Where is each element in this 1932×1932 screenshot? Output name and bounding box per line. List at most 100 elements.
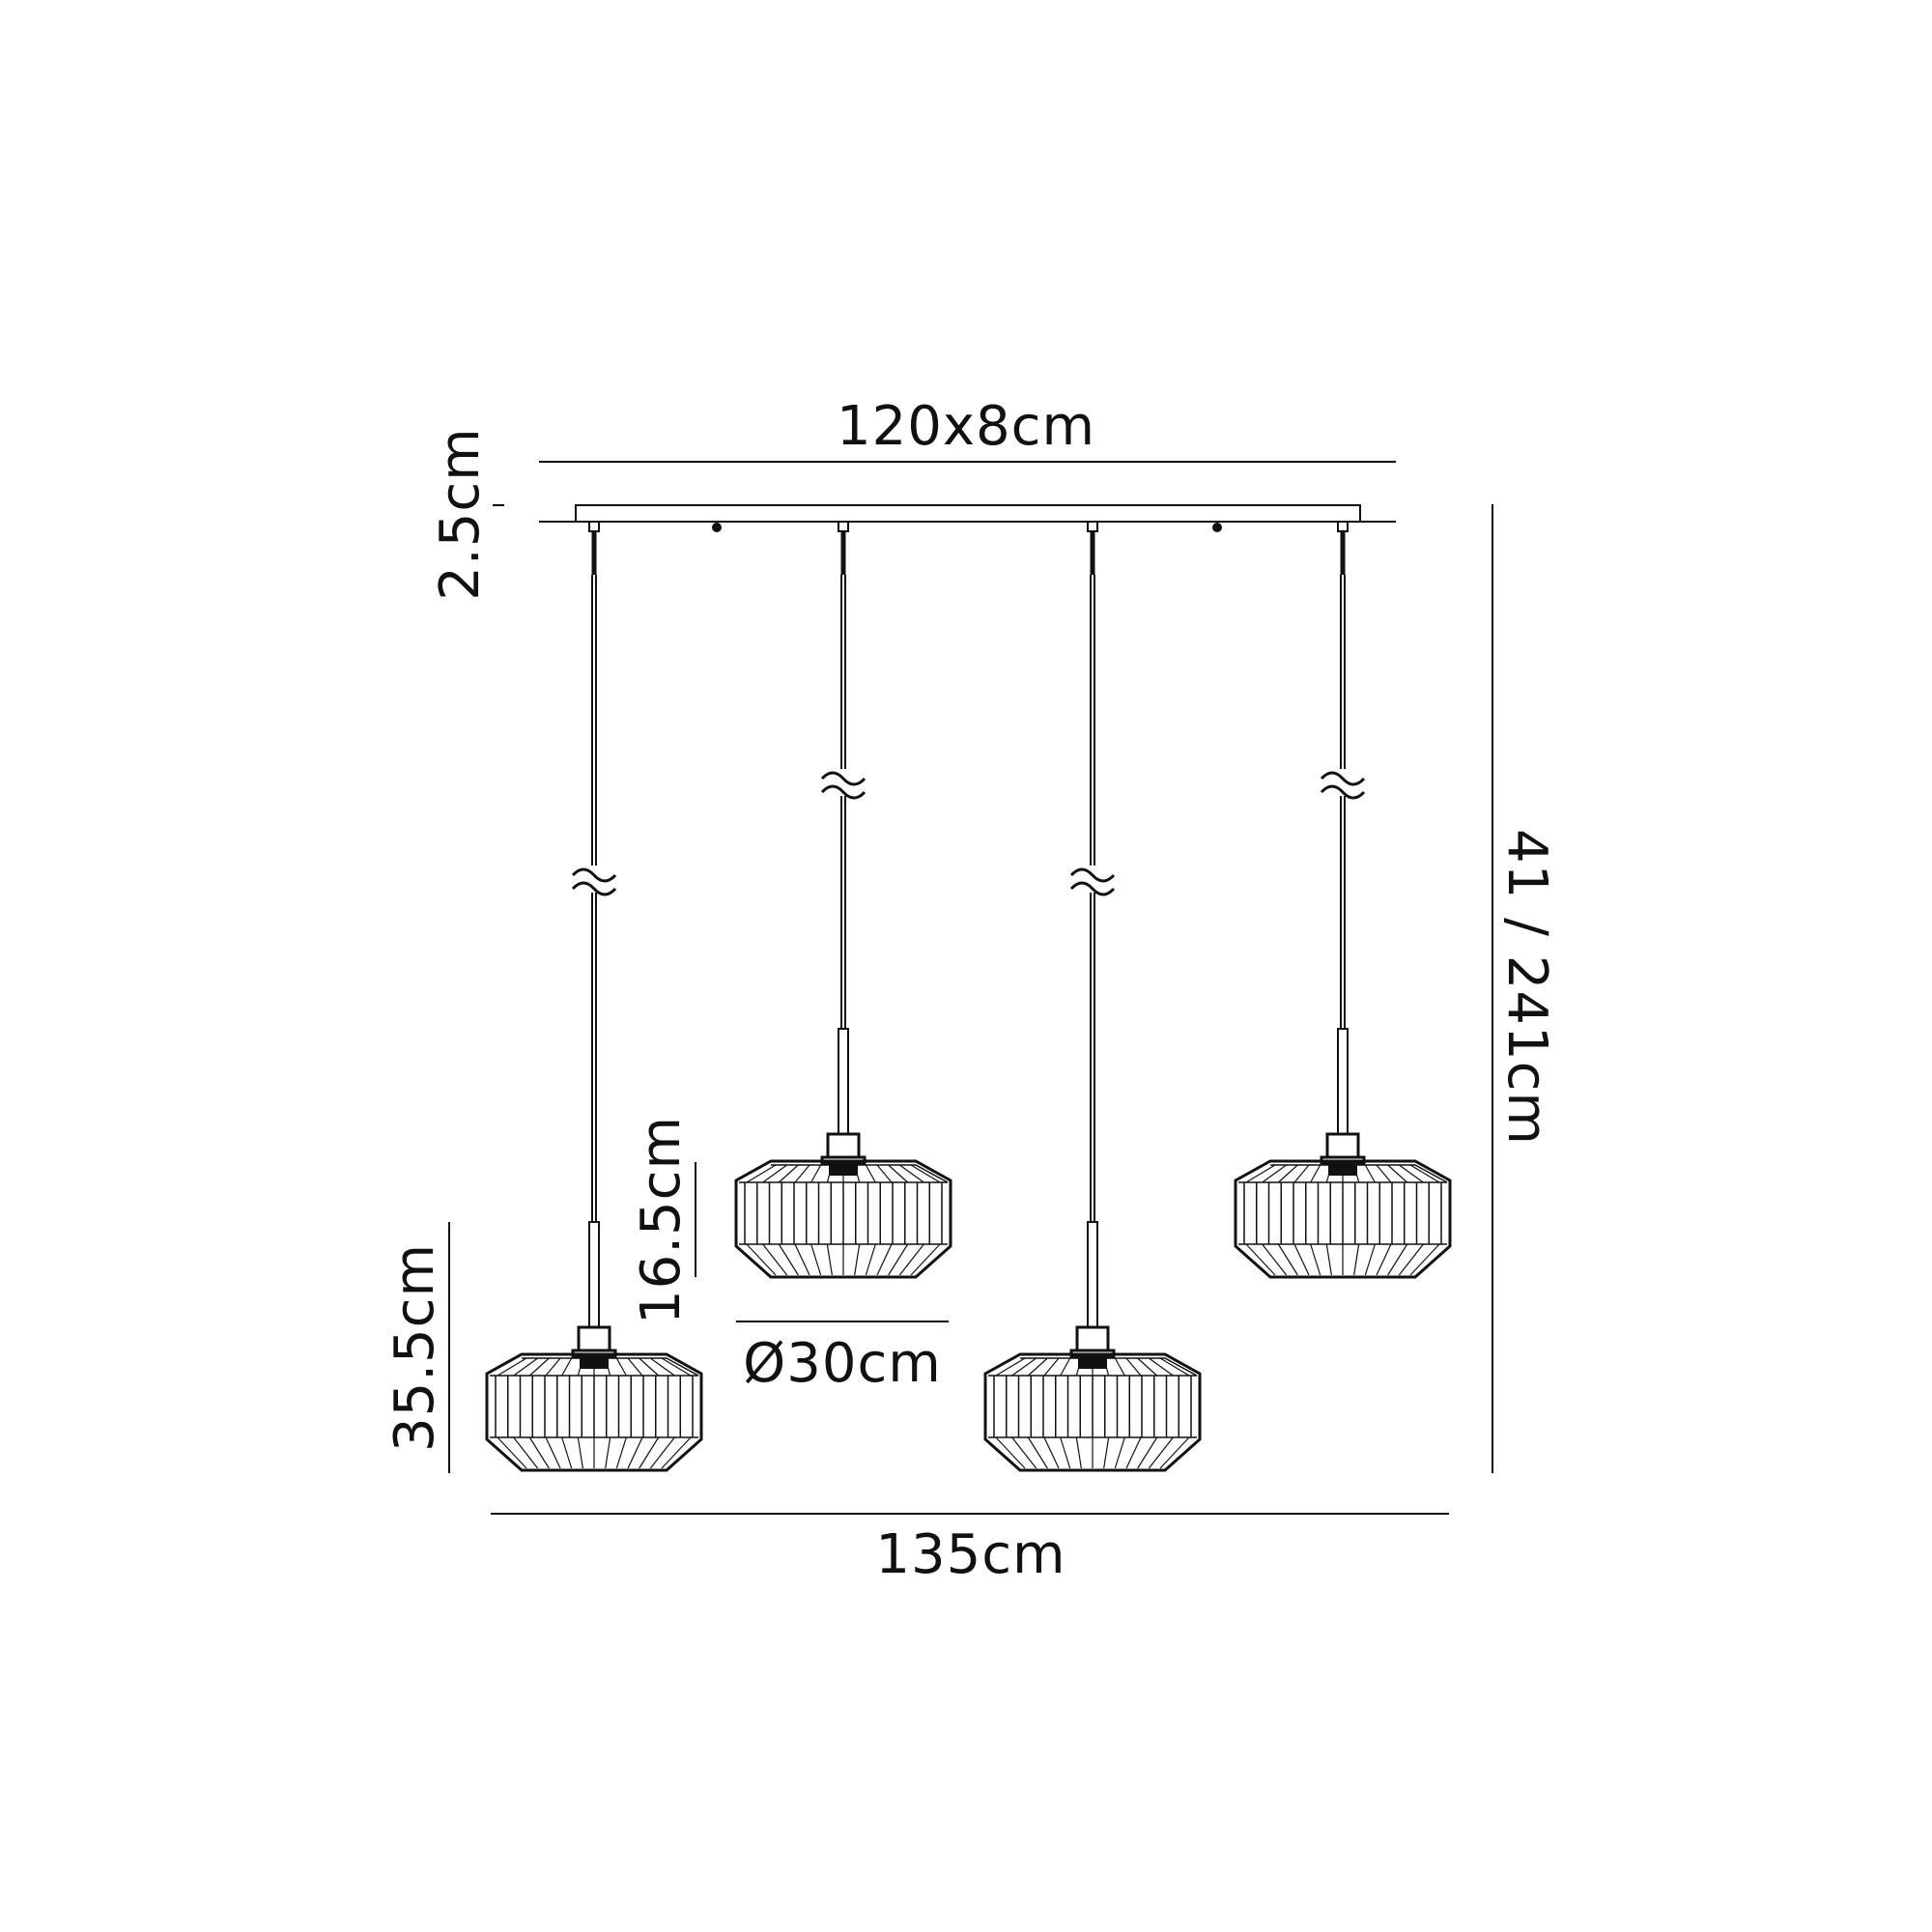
shade-rim <box>771 1164 949 1183</box>
cord-grip <box>1087 521 1098 532</box>
shade-bottom-rib <box>1114 1436 1125 1469</box>
shade-bottom-rib <box>1364 1243 1376 1276</box>
shade-top-rib <box>605 1357 611 1377</box>
shade-bottom-rib <box>1293 1243 1310 1276</box>
shade-bottom-rib <box>888 1243 909 1276</box>
shade-top-rib <box>1353 1164 1360 1183</box>
shade-rim <box>522 1357 699 1377</box>
shade-bottom-rib <box>876 1243 893 1276</box>
pendant-lamp-1 <box>485 521 703 1472</box>
lamp-holder <box>577 1325 611 1352</box>
shade-top-rib <box>1387 1164 1408 1183</box>
shade-top-rib <box>1376 1164 1392 1183</box>
shade-bottom-rib <box>1027 1436 1048 1469</box>
cord-break-symbol <box>1069 867 1116 883</box>
shade-bottom-rib <box>545 1436 561 1469</box>
shade-top-rib <box>1060 1357 1071 1377</box>
shade-bottom-rib <box>794 1243 810 1276</box>
shade-bottom-rib <box>910 1243 941 1276</box>
shade-top-rib <box>1103 1357 1110 1377</box>
shade-top-rib <box>910 1164 941 1183</box>
shade-bottom-rib <box>865 1243 876 1276</box>
shade-bottom-rib <box>810 1243 822 1276</box>
shade-bottom-rib <box>649 1436 675 1469</box>
shade-bottom-rib <box>605 1436 611 1469</box>
shade-bottom-rib <box>1325 1243 1332 1276</box>
shade-bottom-rib <box>854 1243 861 1276</box>
drop-height-label: 41 / 241cm <box>1495 829 1558 1146</box>
shade-bottom-rib <box>1262 1243 1288 1276</box>
lamp-holder <box>1325 1132 1360 1159</box>
shade-top-rib <box>854 1164 861 1183</box>
shade-top-rib <box>762 1164 788 1183</box>
shade-rim <box>1270 1164 1448 1183</box>
shade-bottom-rib <box>1277 1243 1298 1276</box>
canopy-plate <box>575 504 1361 523</box>
shade-top-rib <box>995 1357 1026 1377</box>
cord-grip <box>1337 521 1349 532</box>
shade-bottom-rib <box>528 1436 550 1469</box>
pendant-lamp-4 <box>1234 521 1452 1279</box>
shade-top-rib <box>1011 1357 1037 1377</box>
cord-break-symbol-2 <box>1320 784 1366 800</box>
shade-bottom-rib <box>1409 1243 1440 1276</box>
shade-top-rib <box>1310 1164 1321 1183</box>
shade-top-rib <box>810 1164 822 1183</box>
shade-bottom-rib <box>1075 1436 1082 1469</box>
shade-bottom-rib <box>1137 1436 1158 1469</box>
shade-bottom-rib <box>639 1436 660 1469</box>
canopy-screw-right <box>1212 523 1222 532</box>
shade-top-rib <box>1277 1164 1298 1183</box>
pendant-lamp-2 <box>734 521 952 1279</box>
shade-bottom-rib <box>995 1436 1026 1469</box>
cord-break-symbol-2 <box>571 881 617 896</box>
shade-bottom-rib <box>1398 1243 1424 1276</box>
shade-top-rib <box>826 1164 833 1183</box>
shade-top-rib <box>888 1164 909 1183</box>
cord-break-symbol <box>1320 771 1366 786</box>
shade-bottom-rib <box>898 1243 924 1276</box>
canopy-height-label: 2.5cm <box>429 427 492 600</box>
pendant-height-label: 35.5cm <box>384 1243 446 1452</box>
shade-top-rib <box>876 1164 893 1183</box>
shade-top-rib <box>577 1357 583 1377</box>
shade-bottom-rib <box>1060 1436 1071 1469</box>
cord-break-symbol <box>820 771 867 786</box>
shade-top-rib <box>661 1357 692 1377</box>
shade-bottom-rib <box>1103 1436 1110 1469</box>
cord-sleeve <box>588 1221 600 1328</box>
shade-top-rib <box>865 1164 876 1183</box>
shade-outline <box>485 1352 703 1472</box>
pendants <box>485 521 1452 1472</box>
shade-bottom-rib <box>1245 1243 1276 1276</box>
shade-outline <box>734 1159 952 1279</box>
shade-top-rib <box>1245 1164 1276 1183</box>
shade-bottom-rib <box>497 1436 527 1469</box>
shade-top-rib <box>639 1357 660 1377</box>
canopy-size-label: 120x8cm <box>837 395 1095 458</box>
cord-break-symbol-2 <box>1069 881 1116 896</box>
shade-bottom-rib <box>826 1243 833 1276</box>
shade-top-rib <box>528 1357 550 1377</box>
shade-top-rib <box>1137 1357 1158 1377</box>
shade-top-rib <box>1262 1164 1288 1183</box>
shade-bottom-rib <box>1125 1436 1142 1469</box>
shade-bottom-rib <box>615 1436 627 1469</box>
shade-bottom-rib <box>513 1436 539 1469</box>
cord-sleeve <box>1087 1221 1098 1328</box>
canopy-screw-left <box>712 523 722 532</box>
shade-top-rib <box>1075 1357 1082 1377</box>
cord-sleeve <box>838 1028 849 1135</box>
cord-break-symbol <box>571 867 617 883</box>
shade-top-rib <box>545 1357 561 1377</box>
shade-top-rib <box>1398 1164 1424 1183</box>
shade-top-rib <box>561 1357 573 1377</box>
shade-top-rib <box>1325 1164 1332 1183</box>
ceiling-canopy <box>575 504 1361 532</box>
shade-top-rib <box>1364 1164 1376 1183</box>
shade-bottom-rib <box>1148 1436 1174 1469</box>
cord-break-symbol-2 <box>820 784 867 800</box>
shade-bottom-rib <box>778 1243 799 1276</box>
